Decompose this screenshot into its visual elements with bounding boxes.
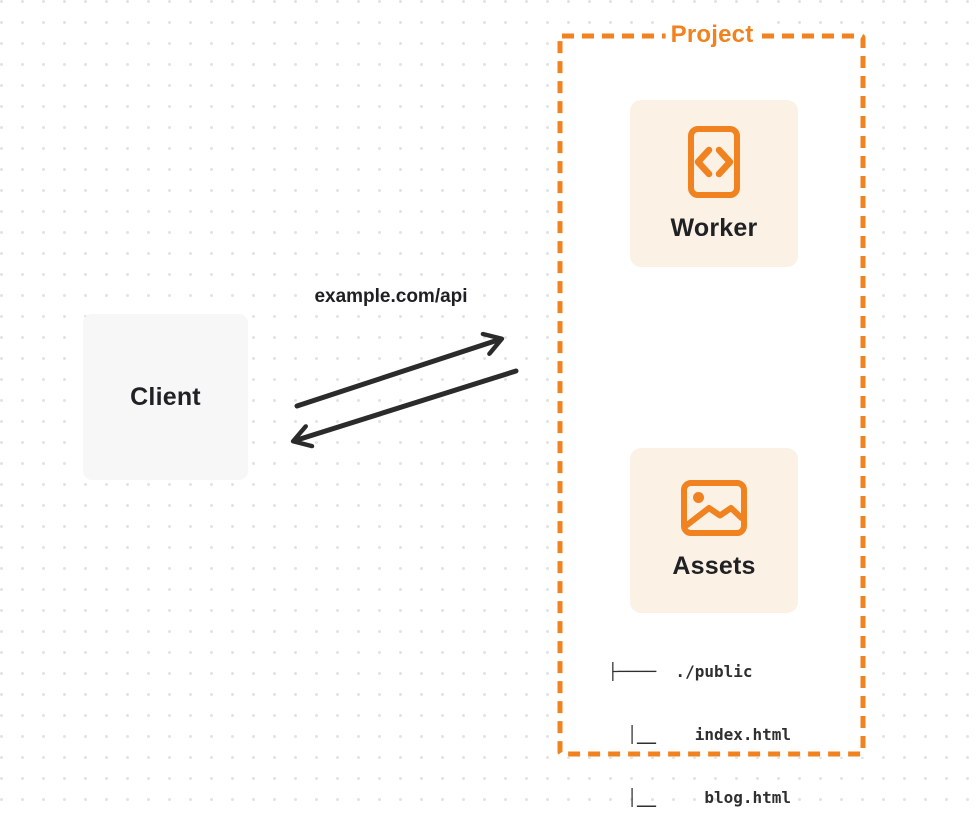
- client-label: Client: [130, 382, 201, 411]
- code-file-icon: [688, 126, 740, 198]
- assets-label: Assets: [672, 552, 756, 580]
- file-tree-entry: │__ index.html: [608, 725, 792, 744]
- file-tree-entry: │__ blog.html: [608, 788, 792, 807]
- project-container: Project Worker Assets ├──── ./public │__…: [557, 21, 867, 807]
- image-icon: [681, 480, 747, 536]
- request-url-label: example.com/api: [314, 286, 468, 307]
- response-arrow: [297, 368, 519, 440]
- worker-label: Worker: [670, 214, 758, 242]
- request-arrow: [294, 340, 498, 409]
- project-label: Project: [665, 21, 759, 49]
- assets-node: Assets: [630, 448, 798, 613]
- worker-node: Worker: [630, 100, 798, 267]
- file-tree-root: ├──── ./public: [608, 662, 753, 681]
- client-node: Client: [83, 314, 248, 480]
- assets-file-tree: ├──── ./public │__ index.html │__ blog.h…: [608, 619, 791, 818]
